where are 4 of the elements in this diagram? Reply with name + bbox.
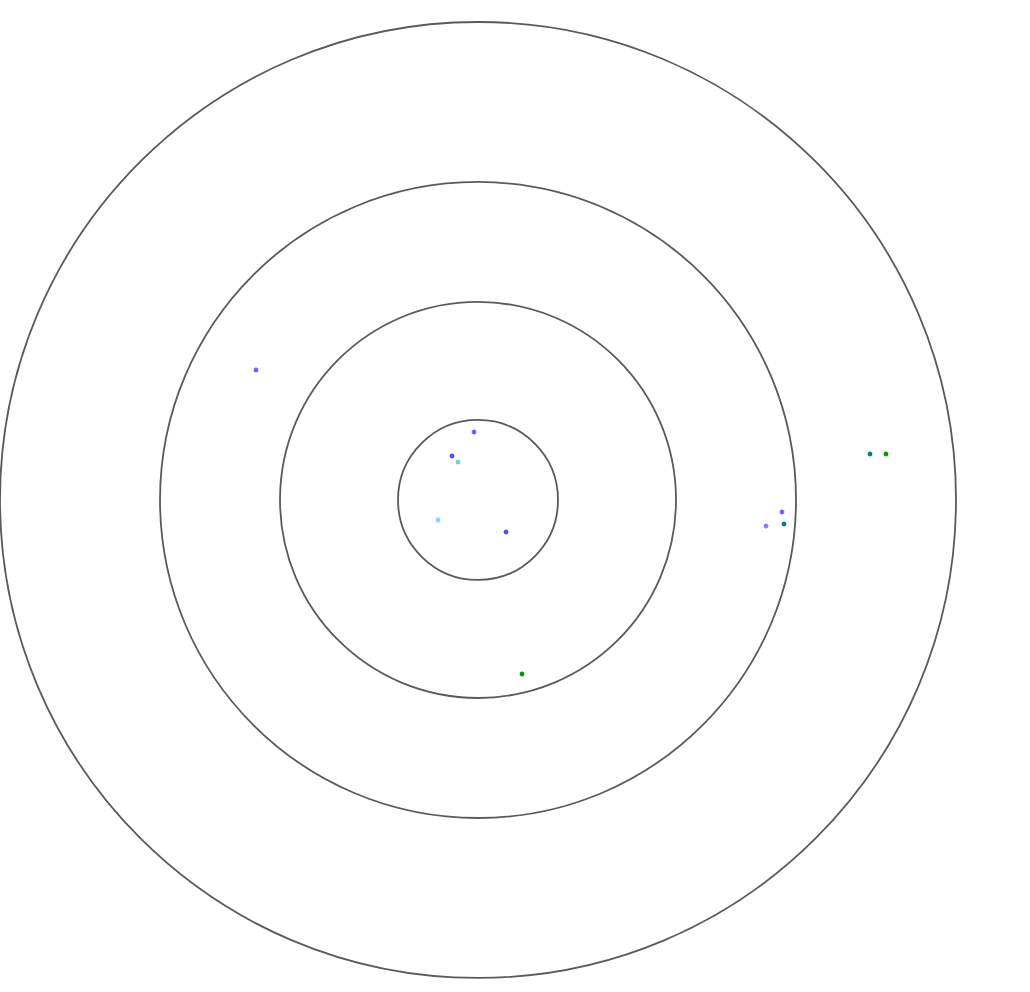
- ring-circle: [0, 21, 957, 979]
- ring-circle: [397, 419, 559, 581]
- ring-circle: [159, 181, 797, 819]
- ring-circle: [279, 301, 677, 699]
